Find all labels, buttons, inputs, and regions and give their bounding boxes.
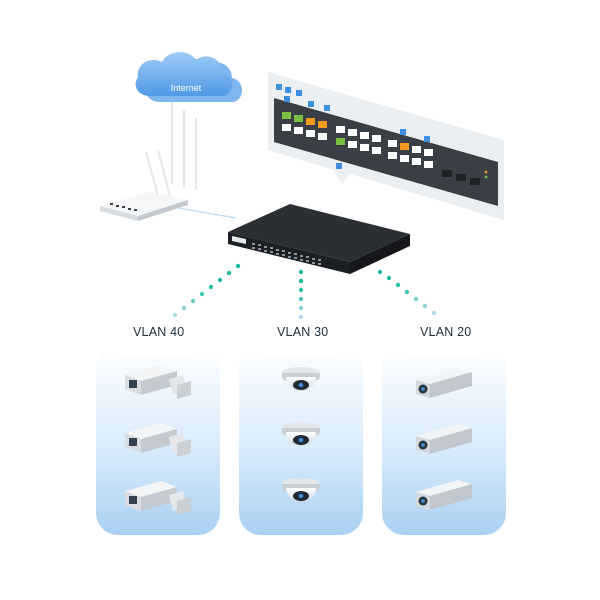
router-device bbox=[100, 192, 188, 221]
port-block-3 bbox=[388, 140, 433, 168]
box-camera bbox=[416, 368, 472, 398]
router-to-switch-cable bbox=[177, 207, 237, 219]
bullet-camera bbox=[125, 481, 191, 515]
link-to-vlan-20 bbox=[377, 269, 437, 316]
switch-detail-callout bbox=[268, 72, 504, 220]
network-switch bbox=[228, 204, 410, 274]
vlan-40-label: VLAN 40 bbox=[133, 325, 185, 339]
box-camera bbox=[416, 480, 472, 510]
bullet-camera bbox=[125, 365, 191, 399]
sfp-ports bbox=[442, 170, 480, 185]
bullet-camera bbox=[125, 423, 191, 457]
link-to-vlan-40 bbox=[172, 263, 241, 318]
port-block-2 bbox=[336, 126, 381, 154]
port-badges bbox=[276, 84, 430, 169]
dome-camera bbox=[282, 367, 320, 391]
box-camera bbox=[416, 424, 472, 454]
dome-camera bbox=[282, 478, 320, 502]
dome-camera bbox=[282, 422, 320, 446]
status-leds bbox=[484, 170, 488, 179]
link-to-vlan-30 bbox=[298, 269, 304, 320]
port-block-1 bbox=[282, 112, 327, 140]
internet-cloud: Internet bbox=[135, 51, 243, 102]
router-antennas bbox=[145, 98, 197, 197]
cloud-label: Internet bbox=[171, 83, 202, 93]
vlan-20-label: VLAN 20 bbox=[420, 325, 472, 339]
vlan-30-label: VLAN 30 bbox=[277, 325, 329, 339]
